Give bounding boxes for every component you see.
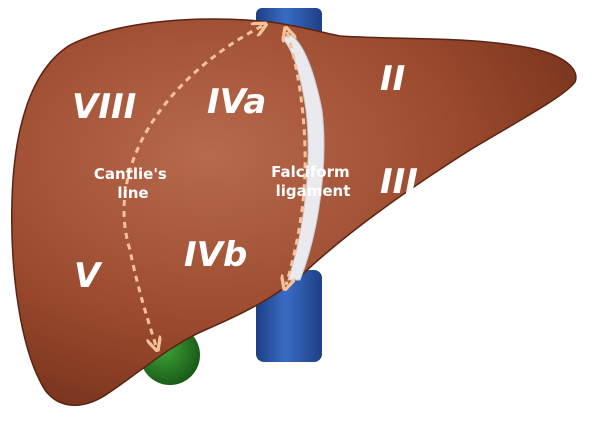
falciform-ligament-label: Falciform ligament [271,163,355,200]
cantlie-line-label-line2: line [117,184,148,202]
cantlie-line-label: Cantlie's line [94,165,172,202]
cantlie-line [122,26,262,346]
segment-iii-label: III [380,162,418,202]
segment-viii-label: VIII [72,87,136,127]
segment-iva-label: IVa [207,82,266,122]
falciform-ligament-label-line1: Falciform [271,163,350,181]
falciform-ligament-label-line2: ligament [276,182,351,200]
segment-v-label: V [74,256,103,296]
segment-ivb-label: IVb [184,235,247,275]
segment-ii-label: II [380,59,405,99]
cantlie-line-label-line1: Cantlie's [94,165,167,183]
